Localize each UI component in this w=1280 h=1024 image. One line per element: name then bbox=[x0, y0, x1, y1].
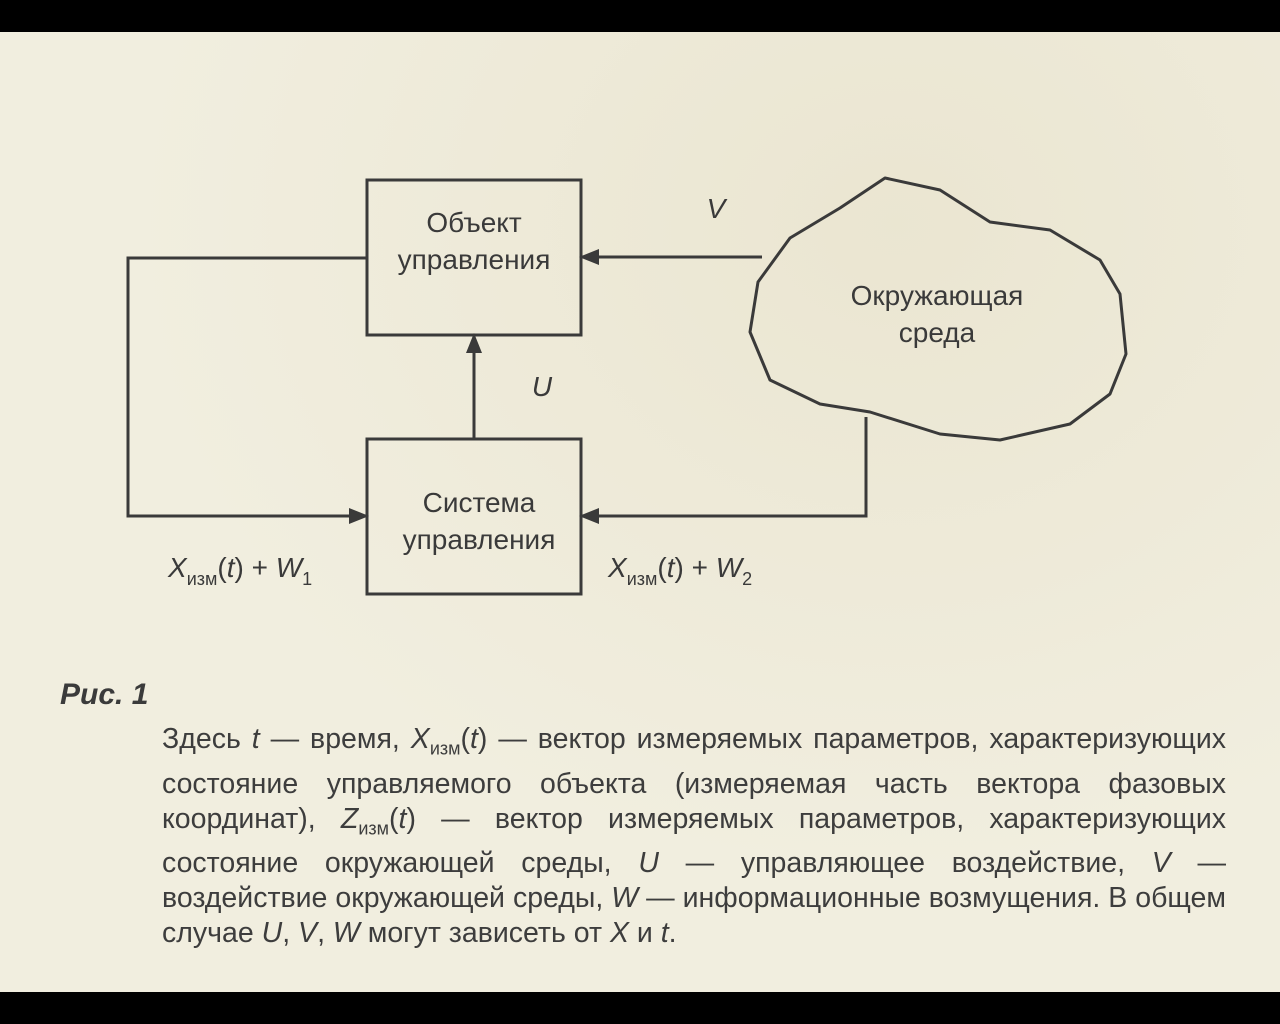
scanned-page: Объект управления Система управления Окр… bbox=[0, 32, 1280, 992]
left-feedback-label: Xизм(t) + W1 bbox=[167, 552, 312, 589]
control-box-label-line1: Система bbox=[423, 487, 536, 518]
u-label: U bbox=[532, 371, 553, 402]
right-feedback-arrow bbox=[579, 417, 868, 524]
figure-title: Рис. 1 bbox=[60, 678, 149, 711]
environment-label-line1: Окружающая bbox=[851, 280, 1024, 311]
environment-label-line2: среда bbox=[899, 317, 976, 348]
left-feedback-arrow bbox=[126, 256, 369, 524]
object-box-label-line2: управления bbox=[398, 244, 551, 275]
right-feedback-label: Xизм(t) + W2 bbox=[607, 552, 752, 589]
control-box-label-line2: управления bbox=[403, 524, 556, 555]
control-system-diagram: Объект управления Система управления Окр… bbox=[126, 176, 1128, 596]
environment-cloud bbox=[748, 176, 1128, 442]
v-label: V bbox=[707, 193, 728, 224]
figure-caption: Здесь t — время, Xизм(t) — вектор измеря… bbox=[162, 723, 1227, 950]
object-box-label-line1: Объект bbox=[426, 207, 522, 238]
